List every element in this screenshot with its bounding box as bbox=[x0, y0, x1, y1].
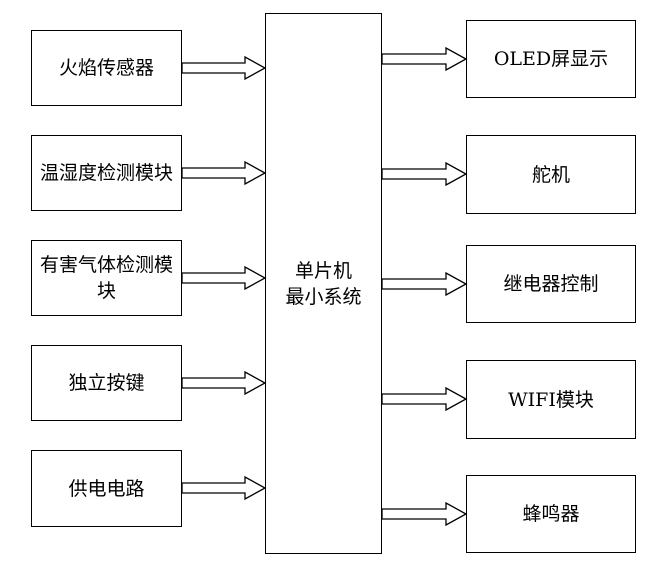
input-independent-keys: 独立按键 bbox=[31, 345, 182, 421]
input-label: 独立按键 bbox=[68, 372, 145, 394]
mcu-minimum-system: 单片机 最小系统 bbox=[265, 13, 382, 554]
arrow-power-to-mcu bbox=[181, 475, 267, 501]
arrow-mcu-to-buzzer bbox=[381, 501, 468, 527]
input-harmful-gas-module: 有害气体检测模块 bbox=[31, 240, 182, 316]
input-label: 温湿度检测模块 bbox=[39, 162, 173, 184]
mcu-label-line1: 单片机 bbox=[294, 259, 352, 282]
output-relay-control: 继电器控制 bbox=[466, 245, 636, 323]
input-label: 供电电路 bbox=[68, 477, 145, 500]
input-power-circuit: 供电电路 bbox=[31, 450, 182, 527]
arrow-mcu-to-wifi bbox=[381, 386, 468, 412]
arrow-mcu-to-servo bbox=[381, 161, 468, 187]
arrow-temp-to-mcu bbox=[181, 160, 267, 186]
arrow-keys-to-mcu bbox=[181, 370, 267, 396]
output-label: WIFI模块 bbox=[508, 388, 594, 411]
output-label: 继电器控制 bbox=[503, 273, 599, 295]
output-oled-display: OLED屏显示 bbox=[466, 20, 636, 98]
output-label: 舵机 bbox=[531, 163, 570, 186]
output-label: 蜂鸣器 bbox=[522, 503, 580, 525]
output-label: OLED屏显示 bbox=[493, 48, 609, 70]
mcu-label-line2: 最小系统 bbox=[285, 285, 362, 308]
input-label: 有害气体检测模块 bbox=[39, 254, 173, 302]
input-temp-humidity-module: 温湿度检测模块 bbox=[31, 135, 182, 211]
output-servo: 舵机 bbox=[466, 135, 636, 214]
arrow-gas-to-mcu bbox=[181, 265, 267, 291]
output-wifi-module: WIFI模块 bbox=[466, 360, 636, 439]
arrow-flame-to-mcu bbox=[181, 55, 267, 81]
arrow-mcu-to-relay bbox=[381, 271, 468, 297]
input-label: 火焰传感器 bbox=[58, 57, 154, 79]
input-flame-sensor: 火焰传感器 bbox=[31, 30, 182, 106]
arrow-mcu-to-oled bbox=[381, 46, 468, 72]
output-buzzer: 蜂鸣器 bbox=[466, 475, 636, 553]
